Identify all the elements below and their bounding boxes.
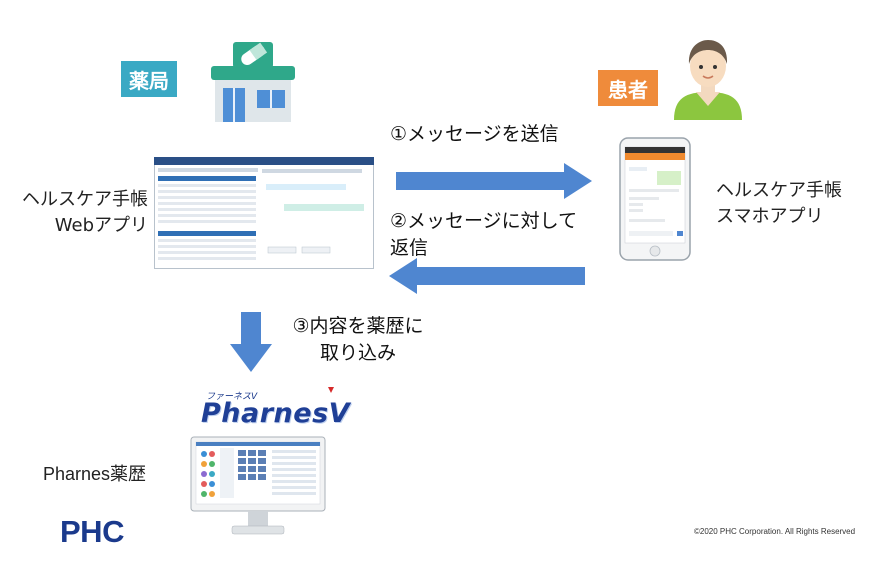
step3-import-line2: 取り込み [319,342,396,364]
smartphone-app-label-line1: ヘルスケア手帳 [716,180,842,201]
web-app-label: ヘルスケア手帳 Webアプリ [18,187,148,239]
copyright-text: ©2020 PHC Corporation. All Rights Reserv… [694,527,856,536]
pharnes-monitor [190,436,326,535]
patient-tag: 患者 [598,70,658,106]
step1-send-label: ①メッセージを送信 [390,123,559,145]
smartphone-app-label-line2: スマホアプリ [716,206,824,227]
step2-reply-line2: 返信 [390,237,429,259]
smartphone-app-screenshot [619,137,691,261]
web-app-screenshot [154,157,374,269]
phc-logo: PHC [60,514,124,549]
web-app-label-line2: Webアプリ [54,215,148,236]
web-app-label-line1: ヘルスケア手帳 [22,189,148,210]
pharnes-logo: PharnesV [201,398,351,429]
pharnes-label: Pharnes薬歴 [43,464,147,484]
step3-import-line1: ③内容を薬歴に [292,315,424,337]
step2-reply-line1: ②メッセージに対して [390,210,578,232]
pharmacy-tag: 薬局 [121,61,177,97]
patient-person-icon [674,40,742,120]
pharmacy-building-icon [211,42,295,122]
step2-reply-label: ②メッセージに対して 返信 [390,208,577,262]
arrow-left [389,258,585,294]
smartphone-app-label: ヘルスケア手帳 スマホアプリ [716,178,842,230]
step3-import-label: ③内容を薬歴に 取り込み [283,313,433,367]
arrow-down [230,312,272,372]
arrow-right [396,163,592,199]
pharnes-logo-mark-icon [328,387,334,393]
pharnes-logo-kana: ファーネスV [206,392,258,402]
